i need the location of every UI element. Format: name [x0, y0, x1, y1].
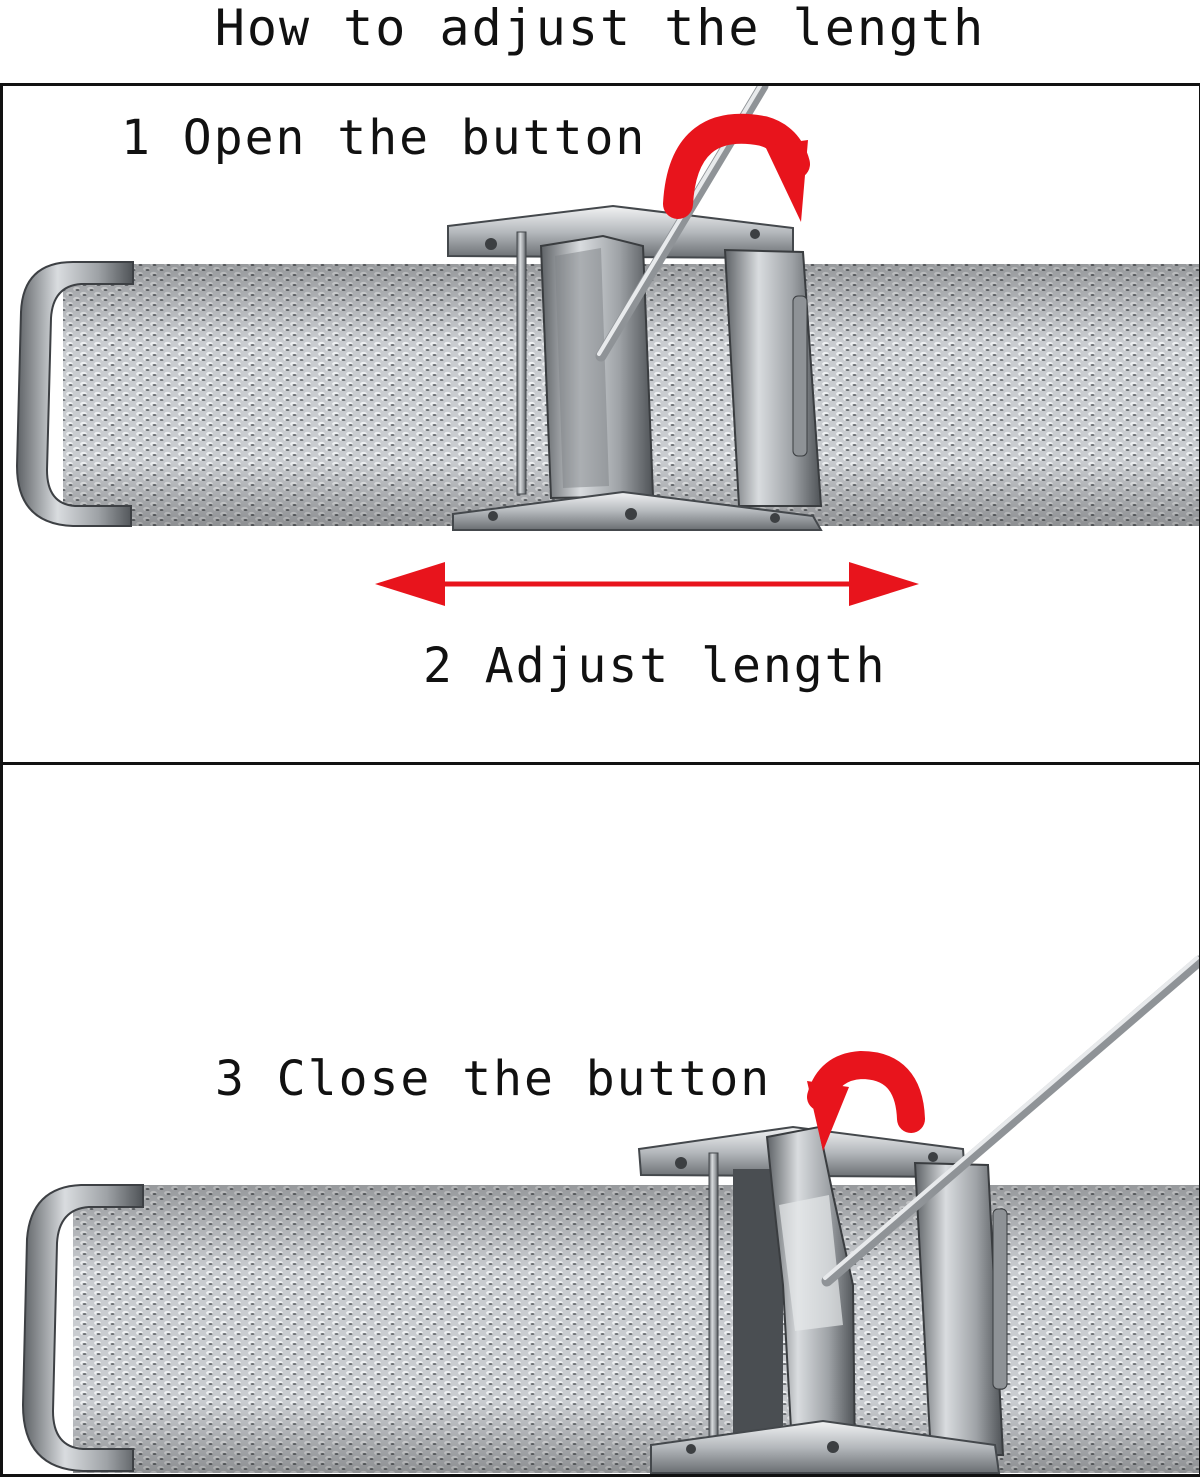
strap-end-cap [15, 261, 134, 527]
double-arrow-horizontal-icon [375, 562, 919, 606]
curved-arrow-counterclockwise-icon [807, 1050, 925, 1151]
strap-end-cap [21, 1184, 144, 1472]
curved-arrow-clockwise-icon [663, 113, 810, 222]
strap-illustration-close [21, 955, 1199, 1474]
tool-pin [821, 955, 1199, 1287]
buckle-open [447, 204, 823, 531]
panel-close: 3 Close the button [0, 762, 1200, 1477]
step-1-label: 1 Open the button [121, 110, 647, 166]
step-3-label: 3 Close the button [215, 1051, 772, 1107]
buckle-closed [637, 1125, 1008, 1474]
panel-open-adjust: 1 Open the button 2 Adjust length [0, 83, 1200, 765]
step-2-label: 2 Adjust length [423, 638, 887, 694]
mesh-strap [73, 1185, 1199, 1473]
page-title: How to adjust the length [214, 0, 986, 57]
strap-illustration-open [15, 86, 1199, 606]
